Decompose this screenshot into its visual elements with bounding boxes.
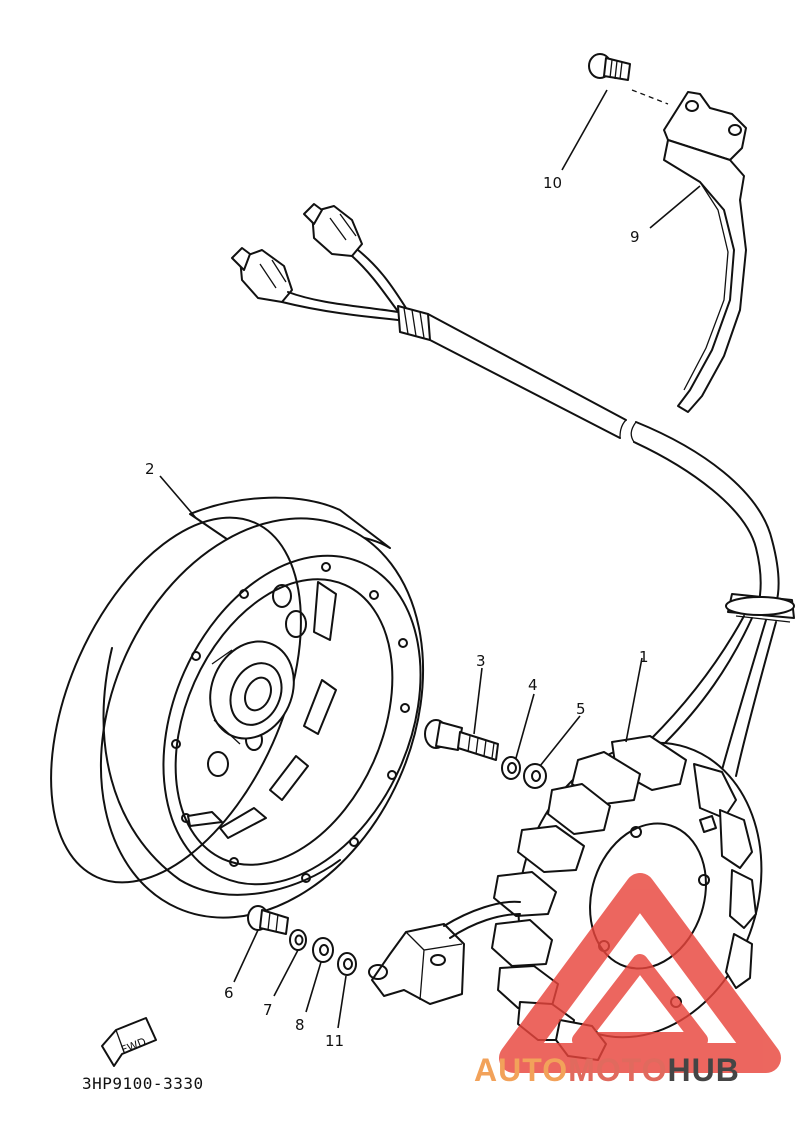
callout-2: 2 [145, 460, 155, 478]
callout-labels: 1 2 3 4 5 6 7 8 9 10 11 [145, 174, 649, 1050]
watermark-wordmark: AUTOMOTOHUB [474, 1052, 740, 1089]
wire-harness [231, 203, 795, 777]
part-9-bracket [663, 91, 747, 413]
part-6-screw [247, 905, 289, 935]
part-8-plain-washer [312, 937, 334, 963]
part-3-bolt [424, 719, 499, 761]
callout-3: 3 [476, 652, 486, 670]
callout-9: 9 [630, 228, 640, 246]
callout-10: 10 [543, 174, 562, 192]
callout-5: 5 [576, 700, 586, 718]
callout-4: 4 [528, 676, 538, 694]
part-5-plain-washer [523, 763, 547, 789]
leader-lines [159, 89, 701, 1029]
part-11-washer [337, 952, 357, 976]
watermark-part-hub: HUB [667, 1052, 740, 1088]
part-2-flywheel-rotor [50, 496, 425, 919]
part-4-lock-washer [501, 756, 521, 780]
callout-8: 8 [295, 1016, 305, 1034]
callout-11: 11 [325, 1032, 344, 1050]
fwd-arrow: FWD [101, 1017, 157, 1067]
part-7-lock-washer [289, 929, 307, 951]
part-10-bolt [588, 53, 669, 105]
watermark-part-moto: MOTO [568, 1052, 668, 1088]
callout-6: 6 [224, 984, 234, 1002]
watermark-part-auto: AUTO [474, 1052, 569, 1088]
diagram-code: 3HP9100-3330 [82, 1074, 204, 1093]
callout-1: 1 [639, 648, 649, 666]
watermark-logo-triangle [499, 873, 781, 1073]
callout-7: 7 [263, 1001, 273, 1019]
pickup-coil [368, 900, 521, 1005]
